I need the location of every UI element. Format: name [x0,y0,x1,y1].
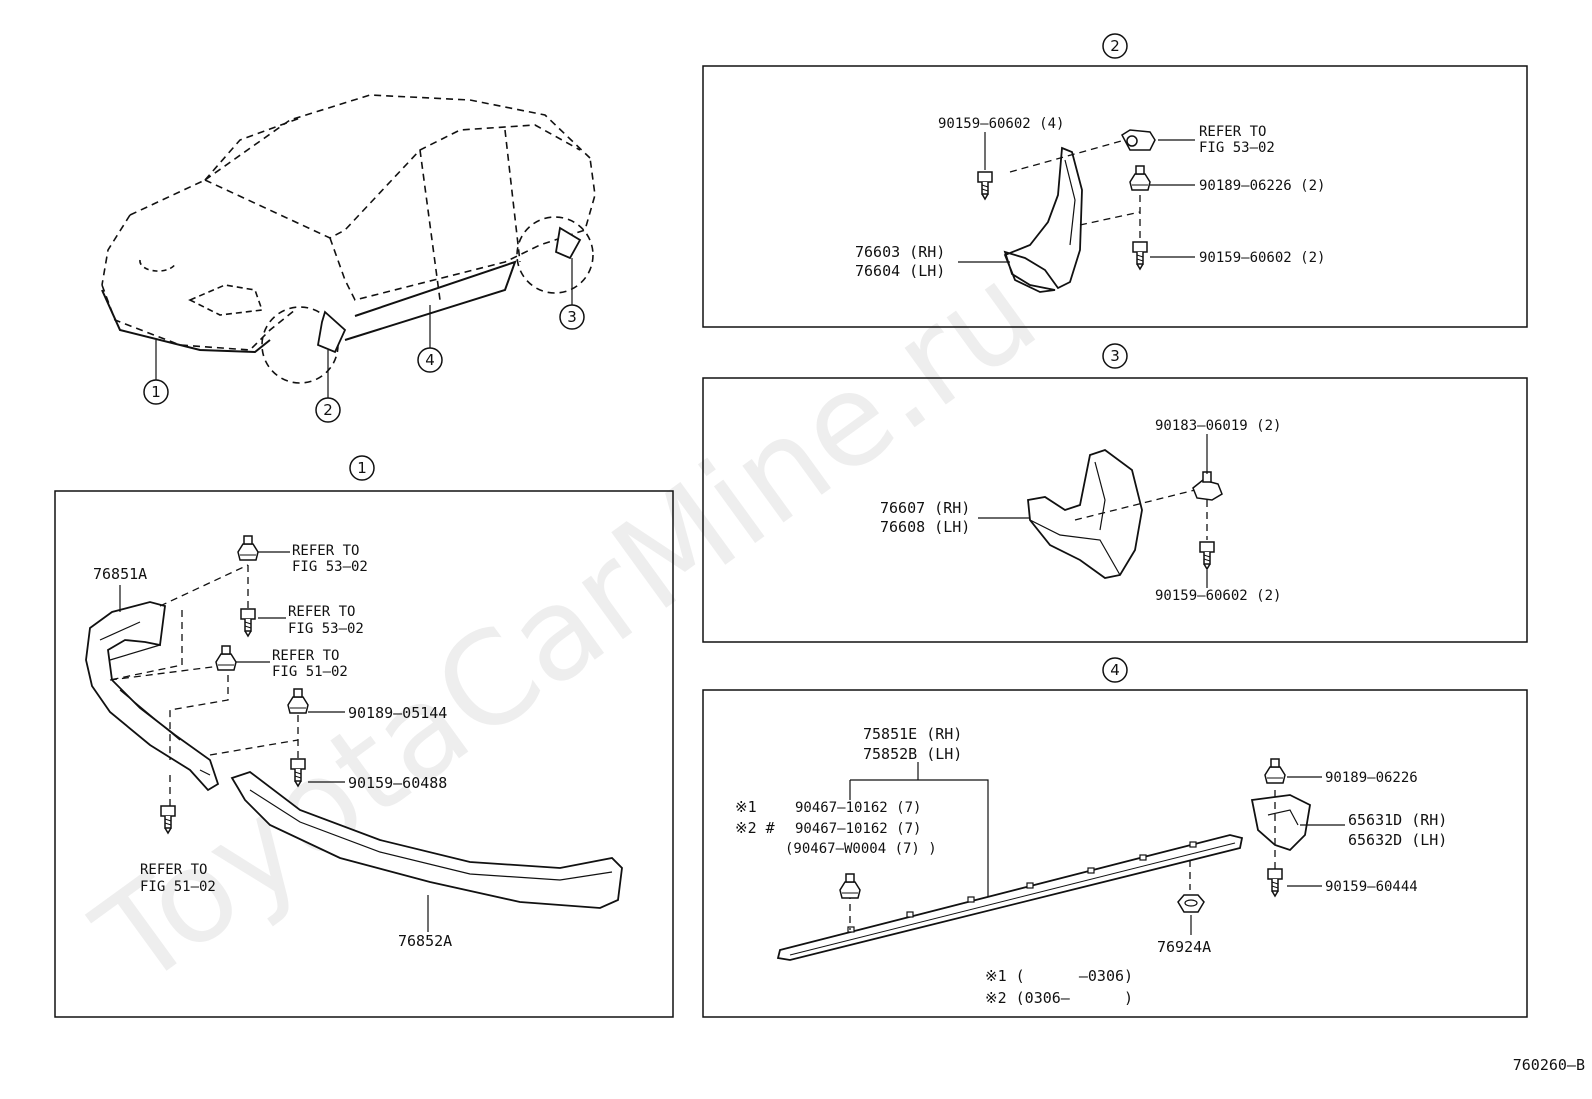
label-76852a: 76852A [398,932,452,950]
label-76604: 76604 (LH) [855,262,945,280]
label-90183-06019: 90183–06019 (2) [1155,418,1281,434]
label-75852b: 75852B (LH) [863,745,962,763]
label-90159-60602-2: 90159–60602 (2) [1199,250,1325,266]
panel-4-frame [702,689,1528,1018]
panel-3-number: 3 [1110,347,1120,365]
label-76924a: 76924A [1157,938,1211,956]
label-fig-53-02: FIG 53–02 [1199,140,1275,156]
label-refer-to: REFER TO [140,862,207,878]
part-76852a-shape [230,770,623,909]
callout-4-circle [417,347,443,373]
panel-2-frame [702,65,1528,328]
label-90467-w0004: (90467–W0004 (7) ) [785,841,937,857]
label-90159-60488: 90159–60488 [348,774,447,792]
label-90467-10162-b: 90467–10162 (7) [795,821,921,837]
label-fig-53-02: FIG 53–02 [288,621,364,637]
label-90159-60444: 90159–60444 [1325,879,1418,895]
label-65632d: 65632D (LH) [1348,831,1447,849]
label-76607: 76607 (RH) [880,499,970,517]
note-1: ※1 ( –0306) [985,967,1133,985]
part-76851a-shape [85,601,220,792]
bolt-icon [1132,241,1148,270]
bolt-icon [1267,868,1283,897]
clip-icon [1129,165,1151,191]
label-refer-to: REFER TO [1199,124,1266,140]
callout-1: 1 [151,383,161,401]
label-90159-60602-4: 90159–60602 (4) [938,116,1064,132]
car-overview [101,94,596,398]
label-76603: 76603 (RH) [855,243,945,261]
clip-icon [839,873,861,899]
callout-1-circle [143,379,169,405]
clip-icon [287,688,309,714]
nut-icon [1177,894,1205,913]
panel-1-frame [54,490,674,1018]
panel-4: 4 [702,657,1528,1018]
callout-2: 2 [323,401,333,419]
part-65631d-shape [1250,794,1311,852]
panel-3-number-circle [1102,343,1128,369]
callout-4: 4 [425,351,435,369]
clip-icon [215,645,237,671]
panel-1-number-circle [349,455,375,481]
label-90159-60602: 90159–60602 (2) [1155,588,1281,604]
part-76607-shape [1027,448,1143,579]
note-2: ※2 (0306– ) [985,989,1133,1007]
label-90189-05144: 90189–05144 [348,704,447,722]
label-75851e: 75851E (RH) [863,725,962,743]
car-callouts: 1 2 4 3 [143,304,585,423]
label-fig-51-02: FIG 51–02 [140,879,216,895]
label-90189-06226: 90189–06226 [1325,770,1418,786]
push-clip-icon [1121,129,1156,151]
label-note-1-marker: ※1 [735,798,757,816]
label-fig-51-02: FIG 51–02 [272,664,348,680]
panel-1: 1 [54,455,674,1018]
panel-4-number: 4 [1110,661,1120,679]
panel-1-number: 1 [357,459,367,477]
panel-2-number: 2 [1110,37,1120,55]
label-refer-to: REFER TO [292,543,359,559]
label-76608: 76608 (LH) [880,518,970,536]
label-refer-to: REFER TO [272,648,339,664]
bolt-icon [977,171,993,200]
clip-icon [237,535,259,561]
label-65631d: 65631D (RH) [1348,811,1447,829]
panel-3-frame [702,377,1528,643]
label-90467-10162-a: 90467–10162 (7) [795,800,921,816]
panel-2-number-circle [1102,33,1128,59]
figure-code: 760260–B [1513,1056,1585,1074]
bolt-icon [240,608,256,637]
label-76851a: 76851A [93,565,147,583]
panel-3: 3 90183–06019 (2) 76607 (RH) 76608 (LH) … [702,343,1528,643]
callout-3-circle [559,304,585,330]
panel-4-number-circle [1102,657,1128,683]
callout-3: 3 [567,308,577,326]
part-76603-shape [1003,146,1083,293]
label-90189-06226-2: 90189–06226 (2) [1199,178,1325,194]
callout-2-circle [315,397,341,423]
label-fig-53-02: FIG 53–02 [292,559,368,575]
label-note-2-marker: ※2 # [735,819,775,837]
bolt-icon [1199,541,1215,570]
panel-2: 2 90159–60602 (4) REFER TO FIG 53–02 901… [702,33,1528,328]
nut-icon [1192,471,1223,501]
clip-icon [1264,758,1286,784]
label-refer-to: REFER TO [288,604,355,620]
